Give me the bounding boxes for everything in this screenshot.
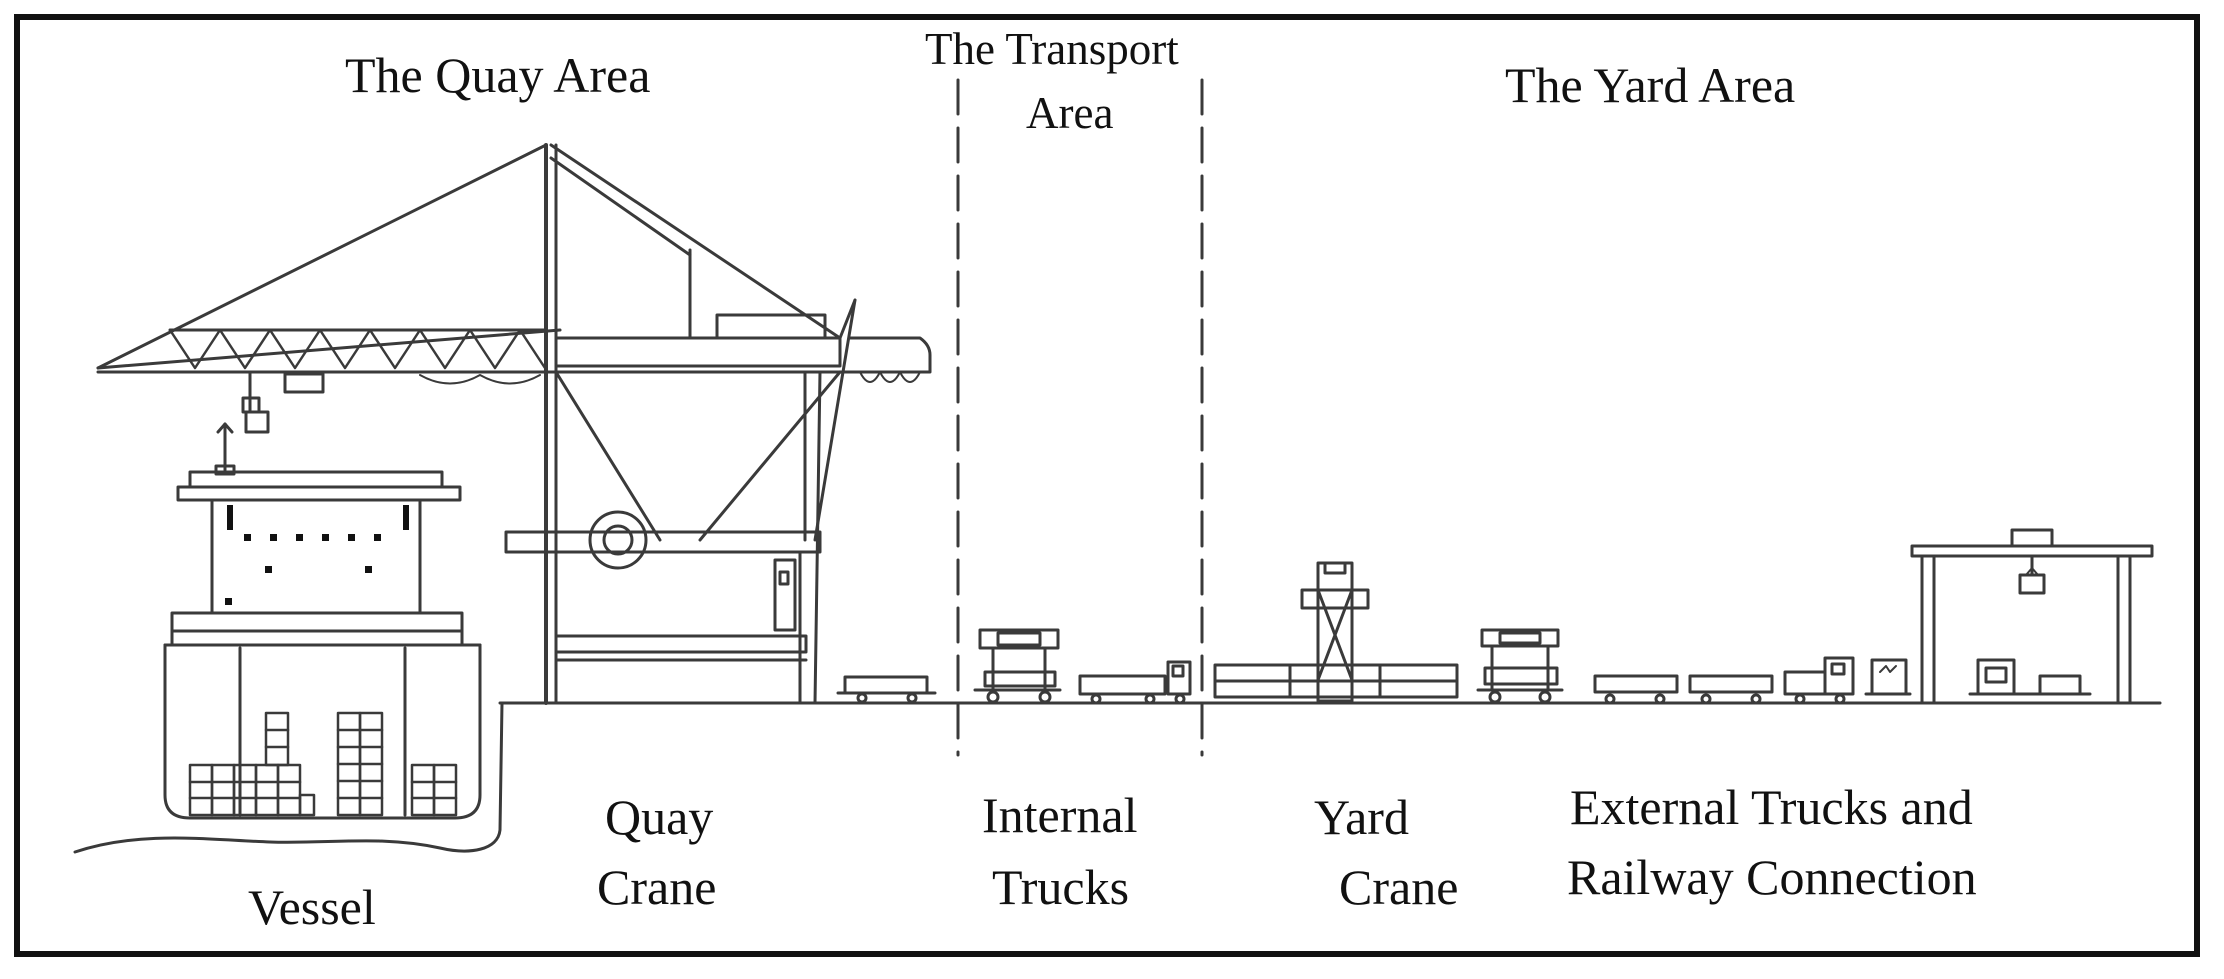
yard-straddle-carrier-drawing: [1476, 628, 1564, 704]
water-line: [73, 701, 504, 854]
quay-crane-label-line2: Crane: [597, 859, 717, 915]
internal-truck-drawing: [1078, 660, 1192, 705]
external-trucks-label-line2: Railway Connection: [1567, 849, 1977, 905]
external-trucks-label-line1: External Trucks and: [1570, 779, 1973, 835]
yard-area-title: The Yard Area: [1505, 57, 1796, 113]
bridge: [210, 498, 422, 615]
yard-crane-drawing: [1213, 561, 1459, 703]
yard-crane-label-line2: Crane: [1339, 859, 1459, 915]
quay-area-title: The Quay Area: [345, 47, 651, 103]
external-trucks-drawing: [1593, 656, 1912, 705]
transport-area-title-line1: The Transport: [925, 24, 1179, 74]
yard-crane-label-line1: Yard: [1314, 789, 1409, 845]
vessel-drawing: [73, 422, 504, 854]
internal-trucks-label-line2: Trucks: [992, 859, 1130, 915]
rail-gantry-crane-drawing: [1910, 528, 2154, 705]
vessel-label: Vessel: [248, 879, 376, 935]
internal-truck-straddle-drawing: [973, 628, 1062, 704]
quay-side-truck-drawing: [836, 675, 937, 704]
internal-trucks-label-line1: Internal: [982, 787, 1138, 843]
transport-area-title-line2: Area: [1026, 88, 1114, 138]
quay-crane-drawing: [96, 143, 932, 705]
quay-crane-label-line1: Quay: [605, 789, 714, 845]
hull: [163, 643, 482, 820]
